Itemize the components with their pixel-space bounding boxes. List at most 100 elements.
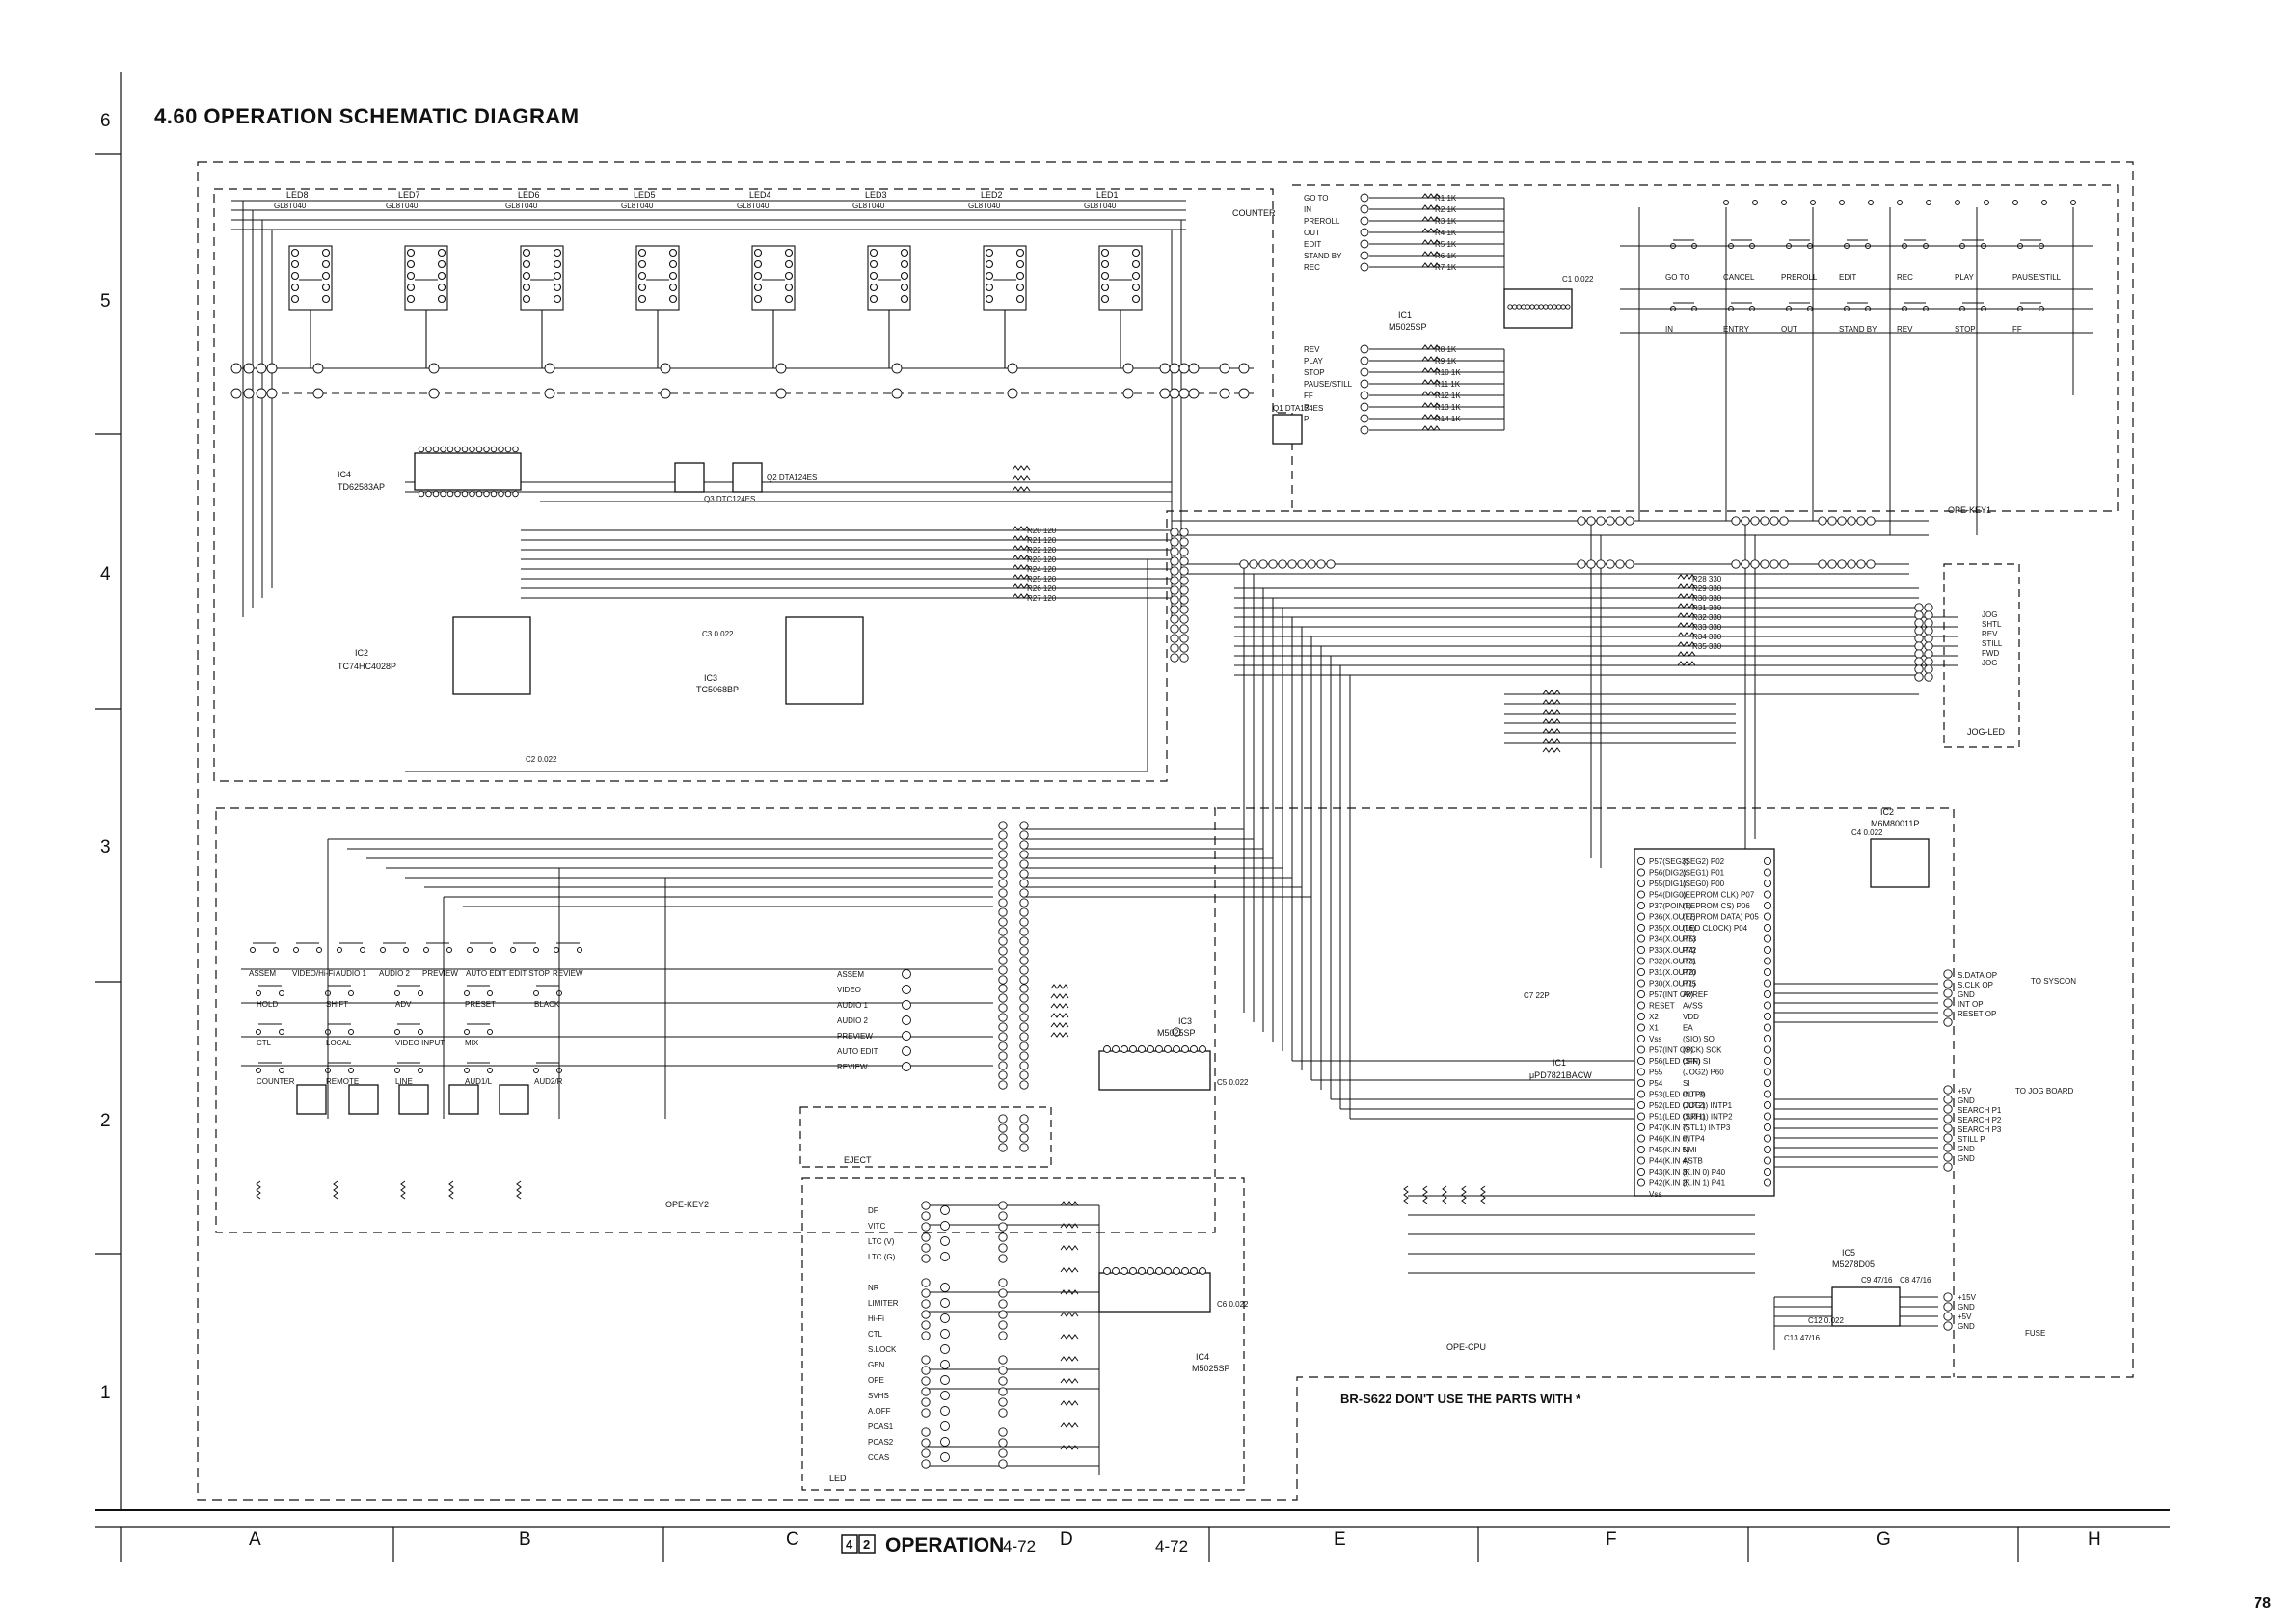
connector-pin bbox=[921, 1232, 931, 1242]
connector-pin bbox=[1943, 988, 1953, 998]
led-pin bbox=[784, 283, 794, 292]
connector-pin bbox=[921, 1288, 931, 1298]
resistor-label: R1 1K bbox=[1435, 194, 1457, 203]
connector-pin bbox=[998, 965, 1008, 975]
cpu-pin-label: (K.IN 0) P40 bbox=[1683, 1168, 1726, 1177]
resistor bbox=[1421, 239, 1441, 245]
connector-pin bbox=[1914, 672, 1924, 682]
ic2-cpu-part: M6M80011P bbox=[1871, 819, 1919, 828]
input-terminal bbox=[1360, 251, 1369, 260]
key2-switch-label: VIDEO INPUT bbox=[395, 1039, 445, 1047]
connector-pin bbox=[921, 1201, 931, 1210]
connector-pin bbox=[1731, 516, 1741, 526]
connector-pin bbox=[1179, 537, 1189, 547]
connector-pin bbox=[1170, 595, 1179, 605]
connector-pin bbox=[998, 1003, 1008, 1013]
connector-pin bbox=[1914, 626, 1924, 636]
connector-pin bbox=[998, 821, 1008, 830]
led3-part: GL8T040 bbox=[852, 202, 885, 210]
led-pin bbox=[869, 248, 878, 257]
connector-pin bbox=[1019, 1143, 1029, 1152]
cpu-pin-label: AVSS bbox=[1683, 1002, 1703, 1011]
led-pin bbox=[668, 283, 678, 292]
switch-contact bbox=[394, 1068, 400, 1073]
connector-pin bbox=[1019, 1133, 1029, 1143]
connector-pin bbox=[998, 1355, 1008, 1365]
input-terminal bbox=[1360, 391, 1369, 400]
col-marker-h: H bbox=[2088, 1529, 2101, 1550]
connector-pin bbox=[1170, 614, 1179, 624]
resistor bbox=[1050, 1022, 1069, 1028]
input-terminal bbox=[940, 1313, 950, 1323]
input-terminal bbox=[902, 1062, 911, 1071]
connector-pin bbox=[1199, 1267, 1206, 1275]
cpu-pin bbox=[1763, 1056, 1772, 1066]
switch-contact bbox=[2039, 243, 2044, 249]
connector-pin bbox=[1170, 585, 1179, 595]
cpu-pin-label: P57(INT OP) bbox=[1649, 1046, 1693, 1055]
cpu-pin bbox=[1763, 868, 1772, 877]
connector-pin bbox=[1818, 516, 1827, 526]
resistor bbox=[1677, 661, 1696, 666]
led-pin bbox=[522, 294, 531, 304]
connector-pin bbox=[998, 1133, 1008, 1143]
connector-pin bbox=[1019, 840, 1029, 850]
cpu-pin bbox=[1763, 989, 1772, 999]
capacitor-label: C2 0.022 bbox=[526, 755, 557, 764]
ope-key1-label: OPE-KEY1 bbox=[1948, 505, 1991, 515]
key2-switch-label: CTL bbox=[257, 1039, 272, 1047]
cpu-pin-label: P54(DIG0) bbox=[1649, 891, 1687, 900]
connector-pin bbox=[1866, 559, 1876, 569]
cpu-pin-label: P34(X.OUT5) bbox=[1649, 935, 1696, 944]
connector-pin bbox=[1019, 1051, 1029, 1061]
connector-pin bbox=[1914, 649, 1924, 659]
connector-pin bbox=[1326, 559, 1336, 569]
connector-pin bbox=[998, 1459, 1008, 1469]
syscon-pin-label: RESET OP bbox=[1958, 1010, 1996, 1018]
led-pin bbox=[1100, 248, 1110, 257]
connector-pin bbox=[921, 1427, 931, 1437]
key2-switch-label: HOLD bbox=[257, 1000, 278, 1009]
connector-pin bbox=[425, 446, 432, 453]
bus-terminal bbox=[256, 388, 267, 399]
ic1-key-name: IC1 bbox=[1398, 311, 1412, 320]
connector-pin bbox=[1924, 641, 1933, 651]
key2-switch-label: AUD2/R bbox=[534, 1077, 563, 1086]
eject-board-label: EJECT bbox=[844, 1155, 872, 1165]
switch-contact bbox=[360, 947, 365, 953]
syscon-label: TO SYSCON bbox=[2031, 977, 2076, 986]
led7-part: GL8T040 bbox=[386, 202, 419, 210]
cpu-pin-label: P53(LED OUT3) bbox=[1649, 1091, 1706, 1099]
key1-switch-label: ENTRY bbox=[1723, 325, 1750, 334]
switch-contact bbox=[256, 1068, 261, 1073]
connector-pin bbox=[1625, 516, 1634, 526]
key1-input-label: R bbox=[1304, 403, 1310, 412]
connector-pin bbox=[1112, 1267, 1120, 1275]
key2-switch-label: ASSEM bbox=[249, 969, 276, 978]
jog-pin-label: FWD bbox=[1982, 649, 1999, 658]
switch-contact bbox=[273, 947, 279, 953]
led-input-label: CCAS bbox=[868, 1453, 889, 1462]
connector-pin bbox=[1943, 1133, 1953, 1143]
connector-pin bbox=[1287, 559, 1297, 569]
connector-pin bbox=[1866, 516, 1876, 526]
input-terminal bbox=[940, 1283, 950, 1292]
cpu-pin-label: Vss bbox=[1649, 1190, 1661, 1199]
led-pin bbox=[321, 294, 331, 304]
cpu-pin-label: (LED CLOCK) P04 bbox=[1683, 924, 1748, 933]
key2-switch-label: PREVIEW bbox=[422, 969, 458, 978]
input-terminal bbox=[940, 1329, 950, 1339]
connector-pin bbox=[1199, 1045, 1206, 1053]
connector-pin bbox=[475, 490, 483, 498]
connector-pin bbox=[998, 927, 1008, 936]
led6-part: GL8T040 bbox=[505, 202, 538, 210]
connector-pin bbox=[1924, 664, 1933, 674]
connector-pin bbox=[921, 1211, 931, 1221]
switch-contact bbox=[1670, 306, 1676, 311]
cpu-pin bbox=[1636, 1078, 1646, 1088]
key1-input-label: STOP bbox=[1304, 368, 1325, 377]
connector-pin bbox=[998, 869, 1008, 879]
resistor bbox=[1677, 622, 1696, 628]
connector-pin bbox=[1019, 993, 1029, 1003]
resistor-label: R4 1K bbox=[1435, 229, 1457, 237]
